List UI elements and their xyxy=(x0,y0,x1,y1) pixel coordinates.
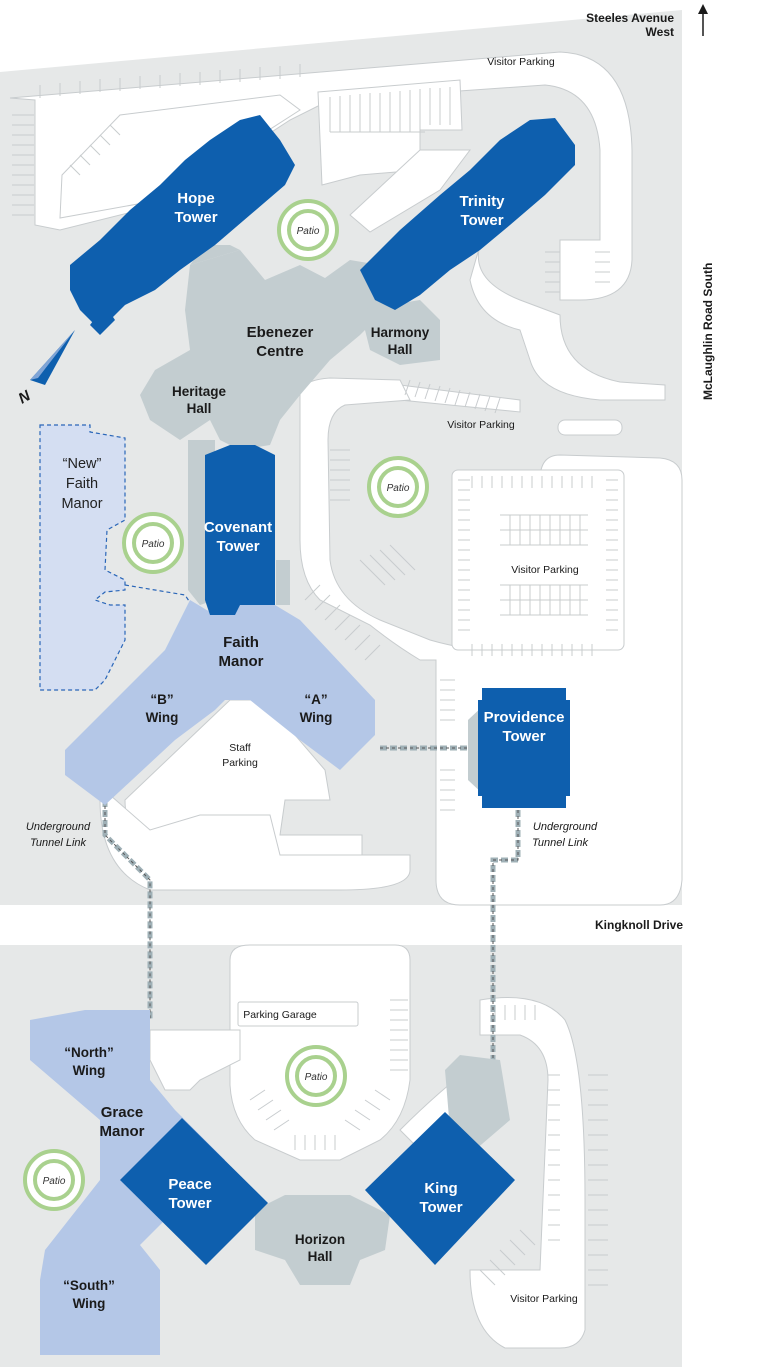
providence-tower-label-2: Tower xyxy=(502,728,545,745)
compass-needle-icon xyxy=(30,330,75,385)
tunnel-labels: Underground Tunnel Link Underground Tunn… xyxy=(26,821,598,849)
patio-label-5: Patio xyxy=(43,1176,66,1187)
horizon-label-2: Hall xyxy=(308,1249,333,1264)
faith-manor xyxy=(65,600,375,805)
road-steeles-line2: West xyxy=(646,25,674,39)
hope-tower xyxy=(70,115,295,335)
b-wing-label-2: Wing xyxy=(146,710,179,725)
staff-parking-label-2: Parking xyxy=(222,757,258,769)
road-steeles-line1: Steeles Avenue xyxy=(586,11,674,25)
horizon-hall xyxy=(255,1195,390,1285)
patio-label-2: Patio xyxy=(387,483,410,494)
trinity-tower-label-2: Tower xyxy=(460,212,503,229)
parking-garage-label: Parking Garage xyxy=(243,1009,317,1021)
horizon-label-1: Horizon xyxy=(295,1232,345,1247)
south-wing-label-2: Wing xyxy=(73,1296,106,1311)
grace-manor-label-2: Manor xyxy=(100,1123,145,1140)
patio-middle xyxy=(367,456,429,518)
patio-labels: Patio Patio Patio Patio Patio xyxy=(43,226,410,1187)
parking-stalls xyxy=(12,64,618,1286)
king-tower xyxy=(365,1112,515,1265)
visitor-parking-label-lot: Visitor Parking xyxy=(511,564,579,576)
roads-north xyxy=(9,51,683,906)
north-arrow-icon xyxy=(698,4,708,36)
grace-manor-label-1: Grace xyxy=(101,1104,144,1121)
visitor-parking-label-middle: Visitor Parking xyxy=(447,419,515,431)
tunnel-centerlines xyxy=(104,747,519,1070)
heritage-label-2: Hall xyxy=(187,401,212,416)
trinity-tower xyxy=(360,118,575,310)
road-mclaughlin: McLaughlin Road South xyxy=(701,263,715,400)
covenant-tower xyxy=(205,445,275,615)
road-kingknoll: Kingknoll Drive xyxy=(595,918,683,932)
covenant-tower-label-1: Covenant xyxy=(204,519,272,536)
patio-label-3: Patio xyxy=(142,539,165,550)
b-wing-label-1: “B” xyxy=(150,692,173,707)
patio-rings xyxy=(23,199,429,1211)
tower-labels: Hope Tower Trinity Tower Covenant Tower … xyxy=(168,190,564,1216)
providence-tower-label-1: Providence xyxy=(484,709,565,726)
providence-tower xyxy=(478,688,570,808)
road-labels: Steeles Avenue West McLaughlin Road Sout… xyxy=(586,11,715,932)
harmony-label-2: Hall xyxy=(388,342,413,357)
south-wing-label-1: “South” xyxy=(63,1278,115,1293)
new-faith-manor-label-2: Faith xyxy=(66,476,98,492)
patio-label-4: Patio xyxy=(305,1072,328,1083)
king-annex xyxy=(445,1055,510,1150)
new-faith-manor-label-3: Manor xyxy=(61,496,102,512)
ebenezer-label-2: Centre xyxy=(256,343,304,360)
faith-manor-label-1: Faith xyxy=(223,634,259,651)
harmony-label-1: Harmony xyxy=(371,325,430,340)
peace-tower-label-1: Peace xyxy=(168,1176,211,1193)
manor-labels: Faith Manor “New” Faith Manor “B” Wing “… xyxy=(61,456,332,1311)
visitor-parking-label-south: Visitor Parking xyxy=(510,1293,578,1305)
king-tower-label-1: King xyxy=(424,1180,457,1197)
patio-grace xyxy=(23,1149,85,1211)
patio-faith xyxy=(122,512,184,574)
patio-label-1: Patio xyxy=(297,226,320,237)
tunnel-right-label-1: Underground xyxy=(533,821,598,833)
visitor-parking-label-top: Visitor Parking xyxy=(487,56,555,68)
a-wing-label-2: Wing xyxy=(300,710,333,725)
patio-garage xyxy=(285,1045,347,1107)
heritage-label-1: Heritage xyxy=(172,384,227,399)
trinity-tower-label-1: Trinity xyxy=(459,193,505,210)
peace-tower xyxy=(120,1118,268,1265)
north-wing-label-2: Wing xyxy=(73,1063,106,1078)
new-faith-manor-label-1: “New” xyxy=(63,456,102,472)
tunnel-left-label-1: Underground xyxy=(26,821,91,833)
ebenezer-label-1: Ebenezer xyxy=(247,324,314,341)
hope-tower-label-1: Hope xyxy=(177,190,215,207)
parking-labels: Visitor Parking Visitor Parking Visitor … xyxy=(222,56,579,1305)
staff-parking-label-1: Staff xyxy=(229,742,250,754)
hall-labels: Ebenezer Centre Harmony Hall Heritage Ha… xyxy=(172,324,430,1264)
patio-hope-trinity xyxy=(277,199,339,261)
peace-tower-label-2: Tower xyxy=(168,1195,211,1212)
north-wing-label-1: “North” xyxy=(64,1045,114,1060)
king-tower-label-2: Tower xyxy=(419,1199,462,1216)
covenant-tower-label-2: Tower xyxy=(216,538,259,555)
tunnel-right-label-2: Tunnel Link xyxy=(532,837,589,849)
a-wing-label-1: “A” xyxy=(304,692,327,707)
faith-manor-label-2: Manor xyxy=(219,653,264,670)
harmony-hall xyxy=(360,300,440,365)
tunnel-left-label-2: Tunnel Link xyxy=(30,837,87,849)
hope-tower-label-2: Tower xyxy=(174,209,217,226)
